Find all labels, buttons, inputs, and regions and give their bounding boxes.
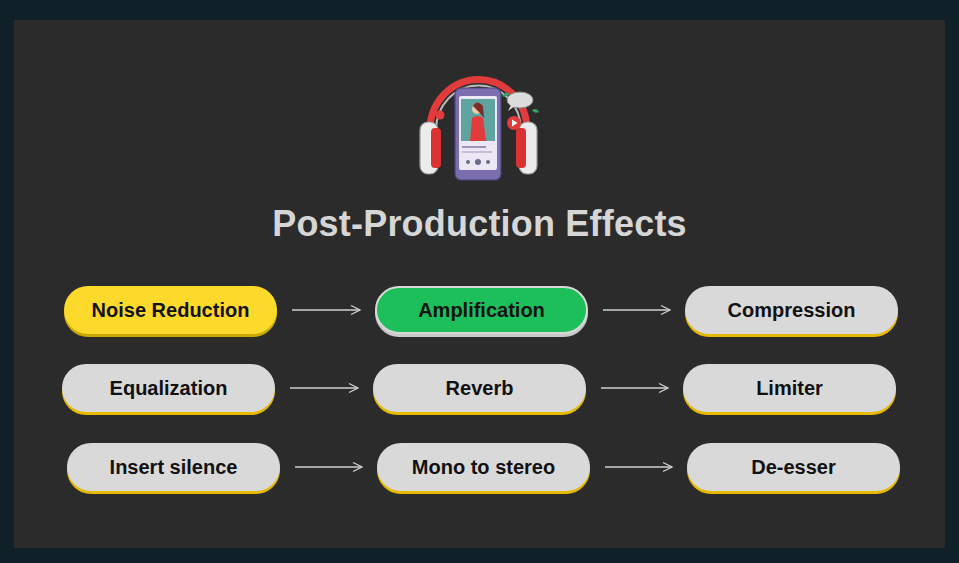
effect-label: Noise Reduction	[92, 299, 250, 322]
diagram-title: Post-Production Effects	[272, 203, 687, 245]
leaf	[532, 109, 539, 113]
effect-label: Amplification	[418, 299, 545, 322]
headphones-illustration	[416, 66, 541, 184]
ear-cup-pad	[431, 128, 441, 168]
effect-label: Compression	[728, 299, 856, 322]
screen-picture	[461, 99, 495, 141]
ear-cup-pad	[516, 128, 526, 168]
play-badge	[507, 116, 521, 130]
flow-arrow	[605, 466, 672, 467]
flow-arrow	[292, 309, 360, 310]
effect-label: De-esser	[751, 456, 836, 479]
player-button	[475, 159, 481, 165]
person-hair	[473, 103, 484, 119]
person-dress	[470, 116, 486, 141]
effect-pill: De-esser	[687, 443, 900, 491]
effect-pill: Insert silence	[67, 443, 280, 491]
play-symbol	[512, 120, 518, 127]
screen-line	[462, 146, 486, 148]
effect-pill: Limiter	[683, 364, 896, 412]
player-button	[466, 160, 470, 164]
effect-label: Equalization	[110, 377, 228, 400]
effect-pill: Compression	[685, 286, 898, 334]
effect-pill: Mono to stereo	[377, 443, 590, 491]
flow-arrow	[603, 309, 670, 310]
flow-arrow	[290, 387, 358, 388]
effect-pill: Reverb	[373, 364, 586, 412]
effect-label: Mono to stereo	[412, 456, 555, 479]
player-button	[486, 160, 490, 164]
effect-label: Reverb	[446, 377, 514, 400]
effect-label: Insert silence	[110, 456, 238, 479]
flow-arrow	[295, 466, 362, 467]
flow-arrow	[601, 387, 668, 388]
red-dot	[436, 111, 445, 120]
effect-pill: Noise Reduction	[64, 286, 277, 334]
effect-pill: Amplification	[375, 286, 588, 334]
phone-body	[455, 88, 501, 180]
screen-line	[462, 151, 492, 153]
effect-pill: Equalization	[62, 364, 275, 412]
effect-label: Limiter	[756, 377, 823, 400]
phone-screen	[459, 96, 497, 170]
title-layer: Post-Production Effects	[0, 203, 959, 245]
speech-bubble-tail	[508, 105, 515, 111]
leaf	[502, 92, 510, 96]
